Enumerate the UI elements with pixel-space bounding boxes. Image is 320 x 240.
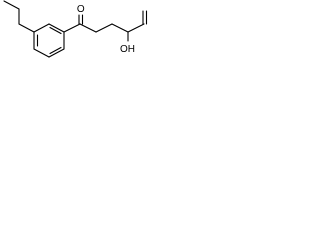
chain-bond [127, 23, 145, 33]
benzene-ring [33, 23, 65, 58]
ring-bond [48, 23, 65, 33]
chain-bond [111, 23, 129, 33]
chain-bond [63, 23, 81, 33]
chain-bond [18, 23, 35, 33]
ring-bond [48, 48, 65, 58]
ring-double-bond [49, 26, 62, 35]
hydroxyl-label: OH [120, 44, 135, 55]
ring-bond [33, 48, 50, 58]
ketone-oxygen-label: O [77, 4, 85, 15]
oxo-pentanoic-chain [63, 10, 148, 42]
chemical-structure: O OH [3, 0, 148, 58]
ring-bond [33, 23, 50, 33]
propyl-chain [3, 0, 35, 33]
ring-double-bond [49, 46, 62, 55]
chain-bond [79, 23, 97, 33]
chain-bond [3, 0, 20, 10]
chain-bond [95, 23, 113, 33]
